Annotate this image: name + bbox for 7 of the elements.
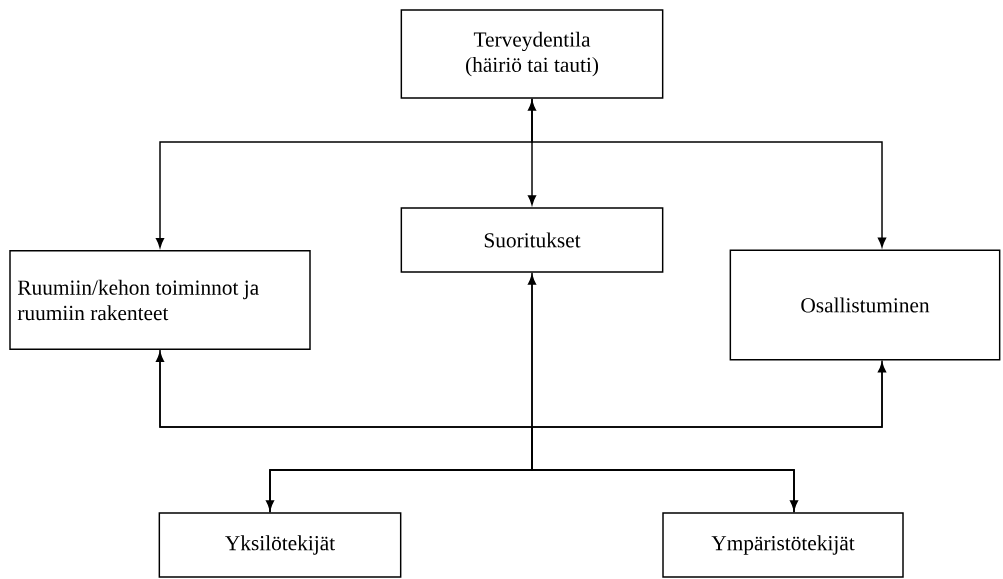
box: Yksilötekijät — [158, 512, 402, 578]
box: Terveydentila (häiriö tai tauti) — [400, 9, 664, 99]
arrow — [531, 98, 887, 248]
box: Ympäristötekijät — [662, 512, 904, 578]
box: Ruumiin/kehon toiminnot ja ruumiin rakenteet — [9, 249, 311, 351]
box: Suoritukset — [400, 207, 664, 273]
box: Osallistuminen — [729, 249, 1001, 361]
